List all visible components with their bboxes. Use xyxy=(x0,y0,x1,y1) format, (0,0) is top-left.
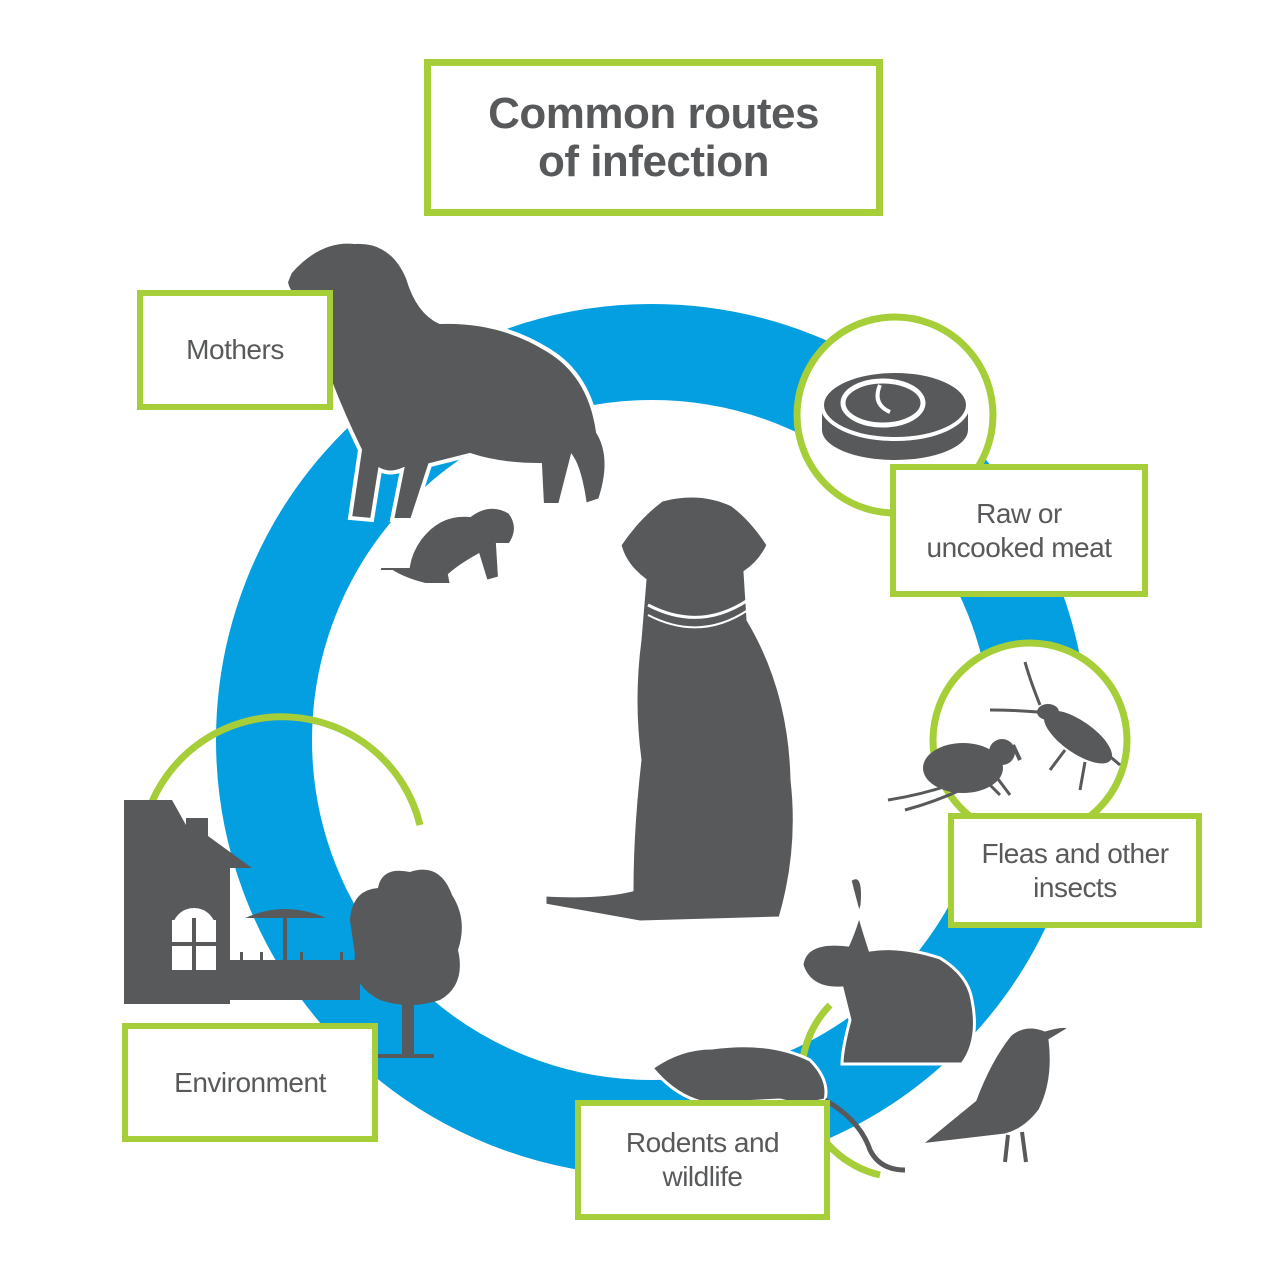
mothers-label-box: Mothers xyxy=(137,290,333,410)
title-box: Common routes of infection xyxy=(424,59,883,216)
environment-label-box: Environment xyxy=(122,1023,378,1142)
mothers-label: Mothers xyxy=(186,334,284,366)
dog-with-puppy-icon xyxy=(283,239,609,587)
diagram-title: Common routes of infection xyxy=(488,88,819,186)
rabbit-icon xyxy=(800,876,976,1066)
meat-label: Raw or uncooked meat xyxy=(926,497,1112,563)
rat-icon xyxy=(649,1044,906,1173)
insects-label-box: Fleas and other insects xyxy=(948,813,1202,928)
rodents-label-box: Rodents and wildlife xyxy=(575,1100,830,1220)
bird-icon xyxy=(915,1024,1073,1163)
insects-label: Fleas and other insects xyxy=(981,837,1169,903)
rodents-label: Rodents and wildlife xyxy=(625,1127,780,1192)
environment-arc xyxy=(144,713,424,826)
house-and-tree-icon xyxy=(124,800,462,1058)
sitting-dog-icon xyxy=(543,494,796,924)
environment-label: Environment xyxy=(174,1066,326,1098)
steak-icon xyxy=(793,313,997,517)
flea-and-cockroach-icon xyxy=(887,639,1131,841)
meat-label-box: Raw or uncooked meat xyxy=(890,464,1148,597)
